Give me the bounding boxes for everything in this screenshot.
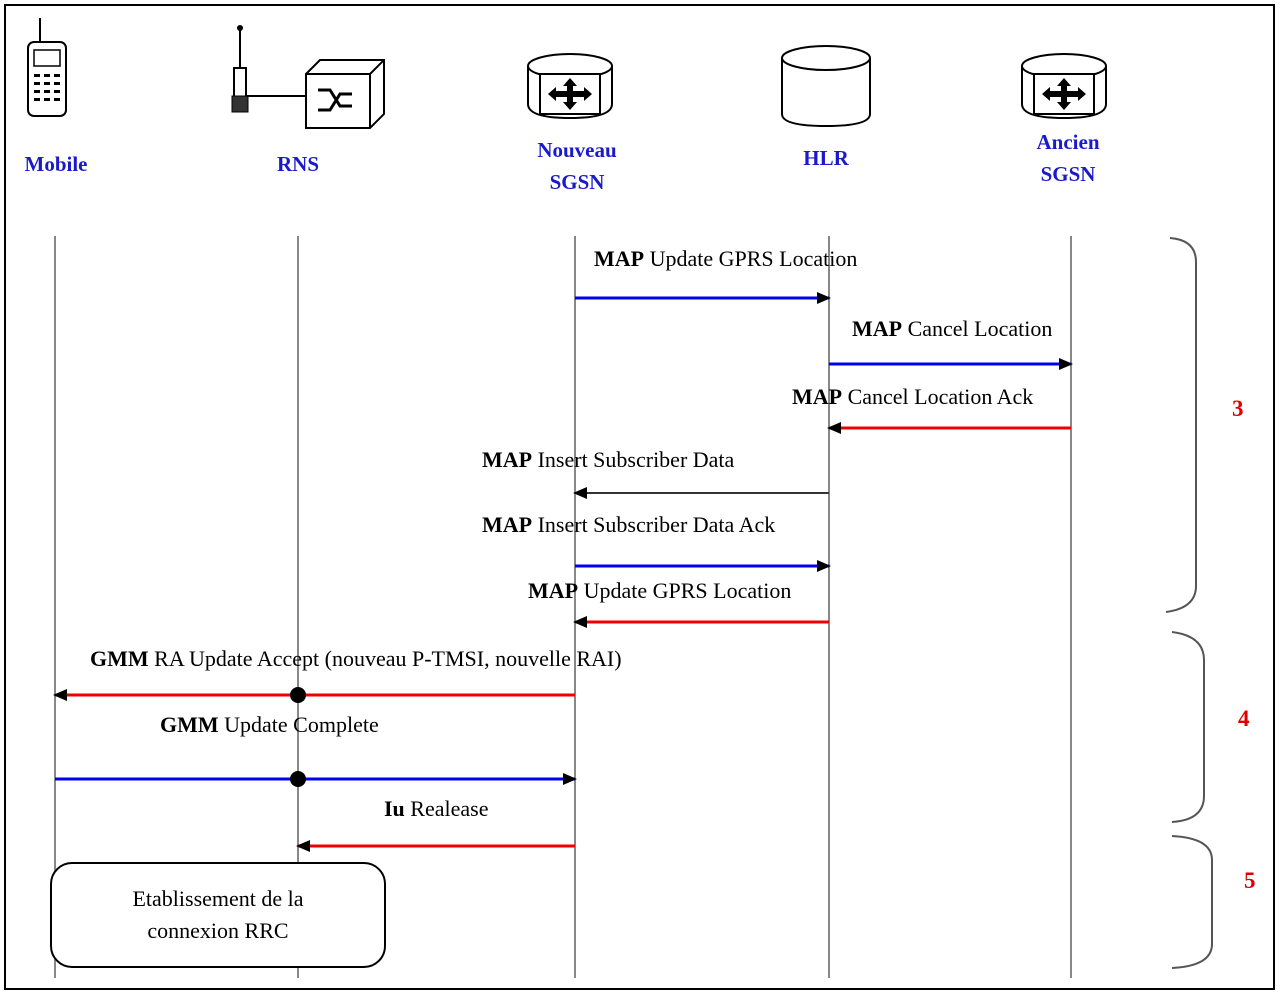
entity-label-mobile: Mobile [24, 152, 88, 176]
phase-brace-5 [1171, 835, 1213, 969]
rrc-box-line2: connexion RRC [147, 918, 289, 943]
entity-label-old-sgsn: Ancien SGSN [1036, 130, 1100, 186]
sgsn-router-icon [1021, 53, 1107, 120]
message-label: MAP Cancel Location Ack [792, 384, 1034, 409]
hlr-database-icon [781, 45, 871, 128]
phase-brace-3 [1165, 237, 1197, 613]
entity-label-rns: RNS [276, 152, 319, 176]
diagram-border [4, 4, 1275, 990]
message-label: MAP Insert Subscriber Data Ack [482, 512, 776, 537]
message-label: MAP Update GPRS Location [528, 578, 792, 603]
rrc-box-line1: Etablissement de la [132, 886, 304, 911]
mobile-phone-icon [27, 18, 67, 117]
sgsn-router-icon [527, 53, 613, 120]
relay-dot-complete [290, 771, 306, 787]
rrc-connection-box: Etablissement de la connexion RRC [50, 862, 386, 968]
phase-label-5: 5 [1244, 868, 1256, 893]
message-label: Iu Realease [384, 796, 489, 821]
message-label: GMM Update Complete [160, 712, 379, 737]
message-label: MAP Insert Subscriber Data [482, 447, 735, 472]
rns-antenna-icon [231, 25, 385, 129]
entity-label-new-sgsn: Nouveau SGSN [537, 138, 617, 194]
phase-label-4: 4 [1238, 706, 1250, 731]
phase-label-3: 3 [1232, 396, 1244, 421]
message-label: MAP Update GPRS Location [594, 246, 858, 271]
relay-dot-accept [290, 687, 306, 703]
message-label: MAP Cancel Location [852, 316, 1053, 341]
phase-brace-4 [1171, 631, 1205, 823]
message-label: GMM RA Update Accept (nouveau P-TMSI, no… [90, 646, 622, 671]
entity-label-hlr: HLR [803, 146, 849, 170]
